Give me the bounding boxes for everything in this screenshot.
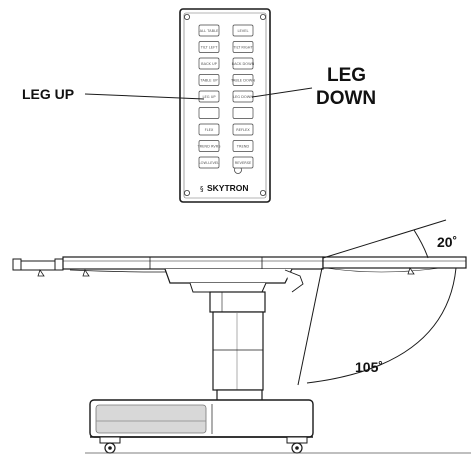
remote-button-label: TREND: [236, 144, 250, 148]
screw-icon: [183, 189, 190, 196]
remote-button-left-2[interactable]: [198, 57, 220, 70]
caster-left-icon: [99, 436, 121, 454]
label-angle-105: 105˚: [355, 359, 383, 375]
remote-button-right-7[interactable]: [232, 140, 254, 152]
remote-button-right-0[interactable]: [232, 24, 254, 37]
remote-button-left-4[interactable]: [198, 90, 220, 103]
screw-icon: [183, 13, 190, 20]
adjust-knob-icon: [37, 269, 45, 277]
remote-button-label: TABLE UP: [199, 78, 218, 82]
caster-right-icon: [286, 436, 308, 454]
arc-105-degrees: [306, 267, 457, 384]
screw-icon: [259, 189, 266, 196]
operating-table: [12, 219, 471, 454]
table-head-extension: [20, 260, 56, 271]
top-frame-lower: [189, 282, 267, 293]
remote-buttons-left: ALL TABLE TILT LEFT BACK UP TABLE UP LEG UP F…: [196, 24, 221, 169]
remote-button-left-0[interactable]: [198, 24, 220, 37]
remote-inner-border: [183, 12, 267, 199]
adjust-knob-icon: [82, 269, 90, 277]
adjust-knob-icon: [407, 267, 415, 275]
remote-button-left-8[interactable]: [198, 156, 220, 169]
remote-button-label: BACK UP: [201, 62, 217, 66]
side-bracket: [284, 269, 304, 293]
table-joint: [54, 258, 64, 271]
remote-button-left-7[interactable]: [198, 140, 220, 152]
label-leg-down-line2: DOWN: [316, 88, 376, 109]
remote-button-label: ALL TABLE: [200, 29, 219, 33]
screw-icon: [259, 13, 266, 20]
remote-button-label: LEVEL: [237, 29, 248, 33]
remote-button-label: REVERSE: [235, 161, 252, 165]
arc-20-degrees: [413, 229, 429, 259]
brand-mark-icon: §: [200, 185, 204, 193]
remote-buttons-right: LEVEL TILT RIGHT BACK DOWN TABLE DOWN LEG DO…: [230, 24, 255, 169]
label-leg-up: LEG UP: [22, 86, 74, 102]
remote-button-right-6[interactable]: [232, 123, 254, 136]
remote-button-right-1[interactable]: [232, 41, 254, 53]
column: [212, 311, 264, 391]
remote-button-left-1[interactable]: [198, 41, 220, 53]
leader-line-leg-down: [251, 87, 313, 98]
remote-button-label: BACK DOWN: [232, 62, 255, 66]
remote-button-right-5[interactable]: [232, 107, 254, 119]
remote-button-label: LEG DOWN: [233, 95, 253, 99]
remote-button-right-3[interactable]: [232, 74, 254, 86]
remote-body: [179, 8, 271, 203]
base-pad: [95, 404, 207, 434]
remote-button-right-2[interactable]: [232, 57, 254, 70]
remote-button-label: TABLE DOWN: [230, 78, 255, 82]
leader-line-leg-up: [84, 93, 205, 100]
leg-down-angle-line: [297, 267, 323, 386]
label-leg-down-line1: LEG: [327, 65, 366, 86]
tabletop: [62, 256, 324, 270]
column-cap: [209, 291, 266, 313]
remote-button-label: FLEX: [205, 128, 214, 132]
remote-button-left-5[interactable]: [198, 107, 220, 119]
brand-name: SKYTRON: [207, 183, 249, 193]
leg-section: [322, 256, 467, 269]
remote-button-label: TILT LEFT: [200, 45, 218, 49]
label-angle-20: 20˚: [437, 234, 457, 250]
remote-button-left-3[interactable]: [198, 74, 220, 86]
remote-button-label: REFLEX: [236, 128, 250, 132]
table-end-cap: [12, 258, 22, 271]
hand-remote: § SKYTRON ALL TABLE TILT LEFT BACK UP TABLE…: [179, 8, 271, 203]
leg-up-angle-line: [322, 219, 447, 259]
remote-button-left-6[interactable]: [198, 123, 220, 136]
remote-button-label: TREND RVRS: [196, 144, 221, 148]
remote-button-right-8[interactable]: [232, 156, 254, 169]
top-frame: [164, 268, 293, 284]
remote-button-label: LEG UP: [203, 95, 217, 99]
remote-button-label: TILT RIGHT: [232, 45, 253, 49]
remote-button-label: LOW-LEVEL: [199, 161, 219, 165]
